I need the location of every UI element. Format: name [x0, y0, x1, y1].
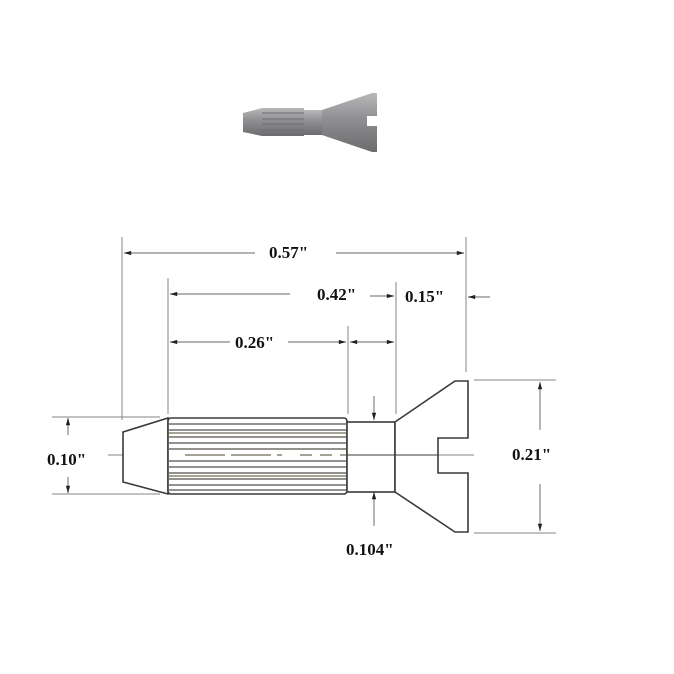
dimension-knurl-length: 0.26" — [235, 333, 275, 352]
dimension-overall-length: 0.57" — [269, 243, 309, 262]
dimension-shank-to-head: 0.42" — [317, 285, 357, 304]
dimension-tip-diameter: 0.10" — [47, 450, 87, 469]
dimension-head-diameter: 0.21" — [512, 445, 552, 464]
dimension-head-length: 0.15" — [405, 287, 445, 306]
dimension-neck-diameter: 0.104" — [346, 540, 394, 559]
